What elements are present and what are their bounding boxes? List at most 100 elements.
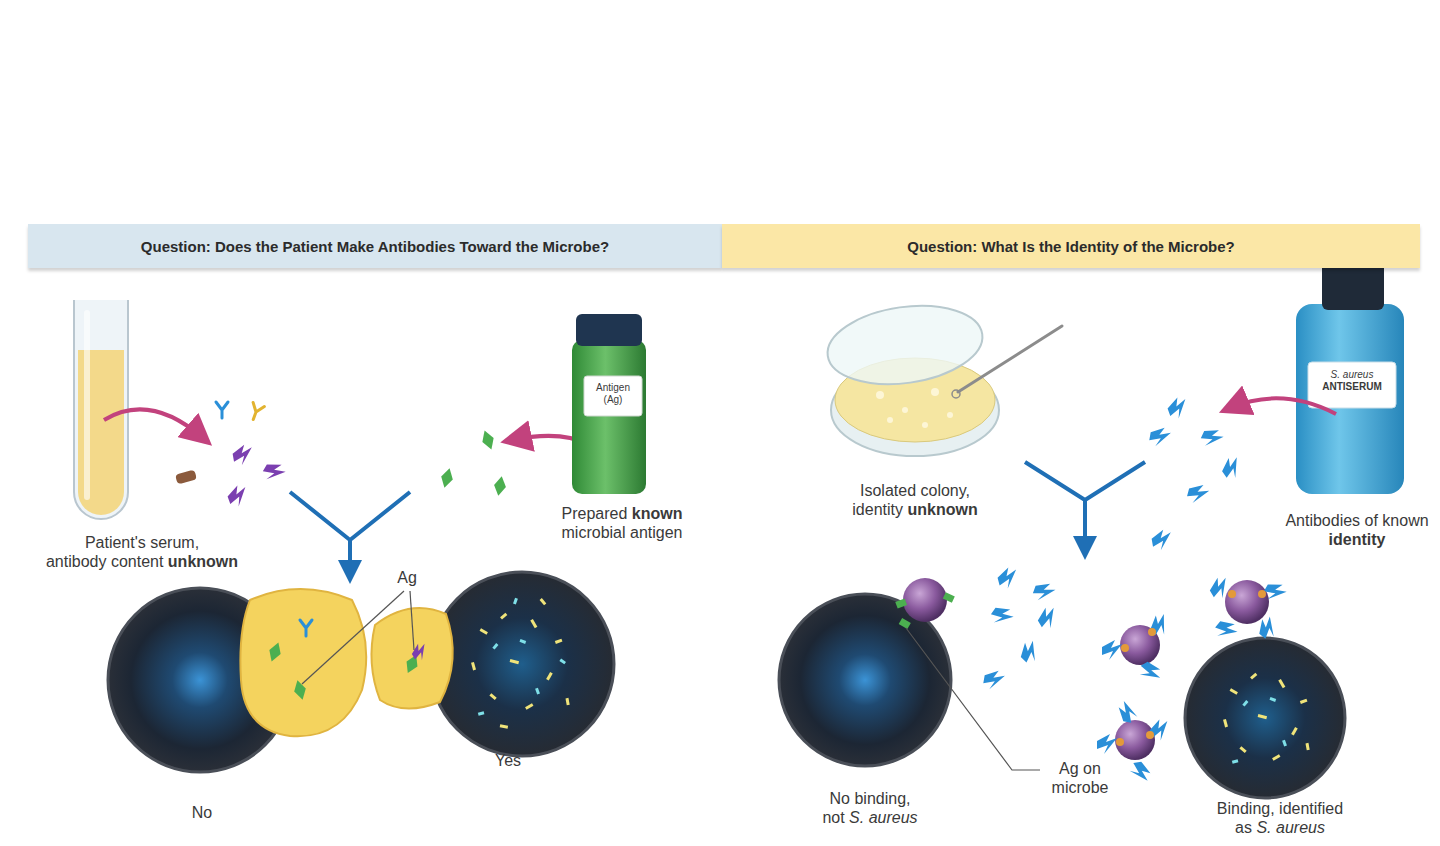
petri-dish <box>958 326 1062 392</box>
antigen-jar <box>572 340 646 494</box>
bound-microbe <box>1128 760 1151 783</box>
petri-dish <box>887 417 893 423</box>
antiserum-bottle <box>1296 258 1404 494</box>
result-circle-speckled <box>555 639 563 644</box>
result-circle-speckled <box>525 703 533 710</box>
bound-microbe <box>1121 644 1129 652</box>
magnified-cells <box>240 589 366 736</box>
bound-microbe <box>1102 611 1174 686</box>
antigen-jar <box>576 314 642 346</box>
bound-microbe <box>1120 625 1160 665</box>
bound-microbe <box>1228 590 1236 598</box>
result-circle-speckled <box>1278 679 1285 688</box>
result-circle-speckled <box>430 572 614 756</box>
antigen-particles <box>439 429 508 497</box>
emphasis: unknown <box>168 553 238 570</box>
bound-microbe <box>1116 700 1139 723</box>
result-circle-speckled <box>1223 673 1310 761</box>
result-circle-speckled <box>1306 743 1310 750</box>
caption-label: Isolated colony, identity unknown <box>795 482 1035 519</box>
petri-dish <box>902 407 908 413</box>
antigen-particles <box>492 475 507 497</box>
serum-antibodies <box>248 402 265 421</box>
result-circle-speckled <box>535 688 540 695</box>
merge-arrow <box>290 492 410 540</box>
petri-dish <box>822 297 1062 456</box>
bound-microbe <box>1258 590 1266 598</box>
petri-dish <box>952 390 960 398</box>
free-antibodies <box>1031 579 1057 605</box>
emphasis: aureus <box>1276 819 1325 836</box>
magnified-cells <box>266 641 284 664</box>
result-circle-speckled <box>530 619 537 628</box>
bound-microbe <box>1146 731 1154 739</box>
microbe <box>903 578 947 622</box>
magnified-cells <box>300 620 312 636</box>
emphasis: aureus <box>869 809 918 826</box>
bound-microbe <box>1102 640 1122 660</box>
magnified-cells <box>240 589 452 736</box>
magnified-cells <box>409 641 431 663</box>
result-circle-speckled <box>478 711 485 715</box>
microbe <box>943 592 955 603</box>
antiserum-bottle <box>1296 304 1404 494</box>
merge-arrow <box>290 492 410 572</box>
emphasis: identity <box>1329 531 1386 548</box>
antigen-particles <box>479 429 497 452</box>
result-circle-speckled <box>1291 727 1298 735</box>
band-heading: Question: Does the Patient Make Antibodi… <box>141 238 609 255</box>
serum-antibodies <box>231 443 254 466</box>
known-antibodies <box>1148 425 1171 448</box>
emphasis: aureus <box>1343 369 1374 380</box>
bound-microbe <box>1147 717 1173 743</box>
petri-dish <box>822 297 987 394</box>
bound-microbe <box>1116 738 1124 746</box>
free-antibodies <box>1016 638 1044 666</box>
leader-line <box>906 628 1040 770</box>
known-antibodies <box>1186 482 1210 506</box>
emphasis: S. <box>1331 369 1340 380</box>
magnified-cells <box>402 652 421 675</box>
known-antibodies <box>1199 425 1226 452</box>
header-band: Question: What Is the Identity of the Mi… <box>722 224 1420 268</box>
emphasis: known <box>632 505 683 522</box>
bound-microbe <box>1206 574 1288 644</box>
result-circle-speckled <box>492 643 498 650</box>
bound-microbe <box>1254 614 1282 642</box>
bound-microbe <box>1148 628 1156 636</box>
result-circle-speckled <box>500 724 508 728</box>
antigen-jar <box>572 314 646 494</box>
result-circle-speckled <box>1250 673 1257 680</box>
known-antibodies <box>1150 528 1173 551</box>
microbe <box>899 618 911 629</box>
known-antibodies <box>1218 454 1246 482</box>
test-tube <box>84 310 90 500</box>
result-circle-speckled <box>513 598 518 605</box>
petri-dish <box>876 388 953 428</box>
bound-microbe <box>1146 611 1174 639</box>
serum-antibodies <box>175 470 197 485</box>
result-circle-speckled <box>1239 746 1246 753</box>
merge-arrow <box>1025 462 1145 500</box>
serum-antibodies <box>260 458 287 485</box>
antiserum-bottle <box>1308 362 1396 408</box>
caption-label: Yes <box>478 752 538 771</box>
bound-microbe <box>1097 734 1117 754</box>
caption-label: Binding, identified as S. aureus <box>1165 800 1395 837</box>
result-circle-speckled <box>1223 719 1228 728</box>
known-antibodies <box>1165 395 1191 421</box>
test-tube <box>74 300 128 519</box>
bound-microbe <box>1212 616 1240 644</box>
bound-microbe <box>1115 720 1155 760</box>
leader-line <box>302 591 414 684</box>
leader-line <box>302 591 404 684</box>
antigen-jar <box>584 376 642 416</box>
known-antibodies <box>1148 395 1246 551</box>
result-circle-speckled <box>1269 697 1276 702</box>
caption-label: No <box>172 804 232 823</box>
band-heading: Question: What Is the Identity of the Mi… <box>907 238 1235 255</box>
result-circle-speckled <box>546 672 553 680</box>
result-circle-speckled <box>489 693 496 700</box>
bound-microbe <box>1136 658 1163 685</box>
